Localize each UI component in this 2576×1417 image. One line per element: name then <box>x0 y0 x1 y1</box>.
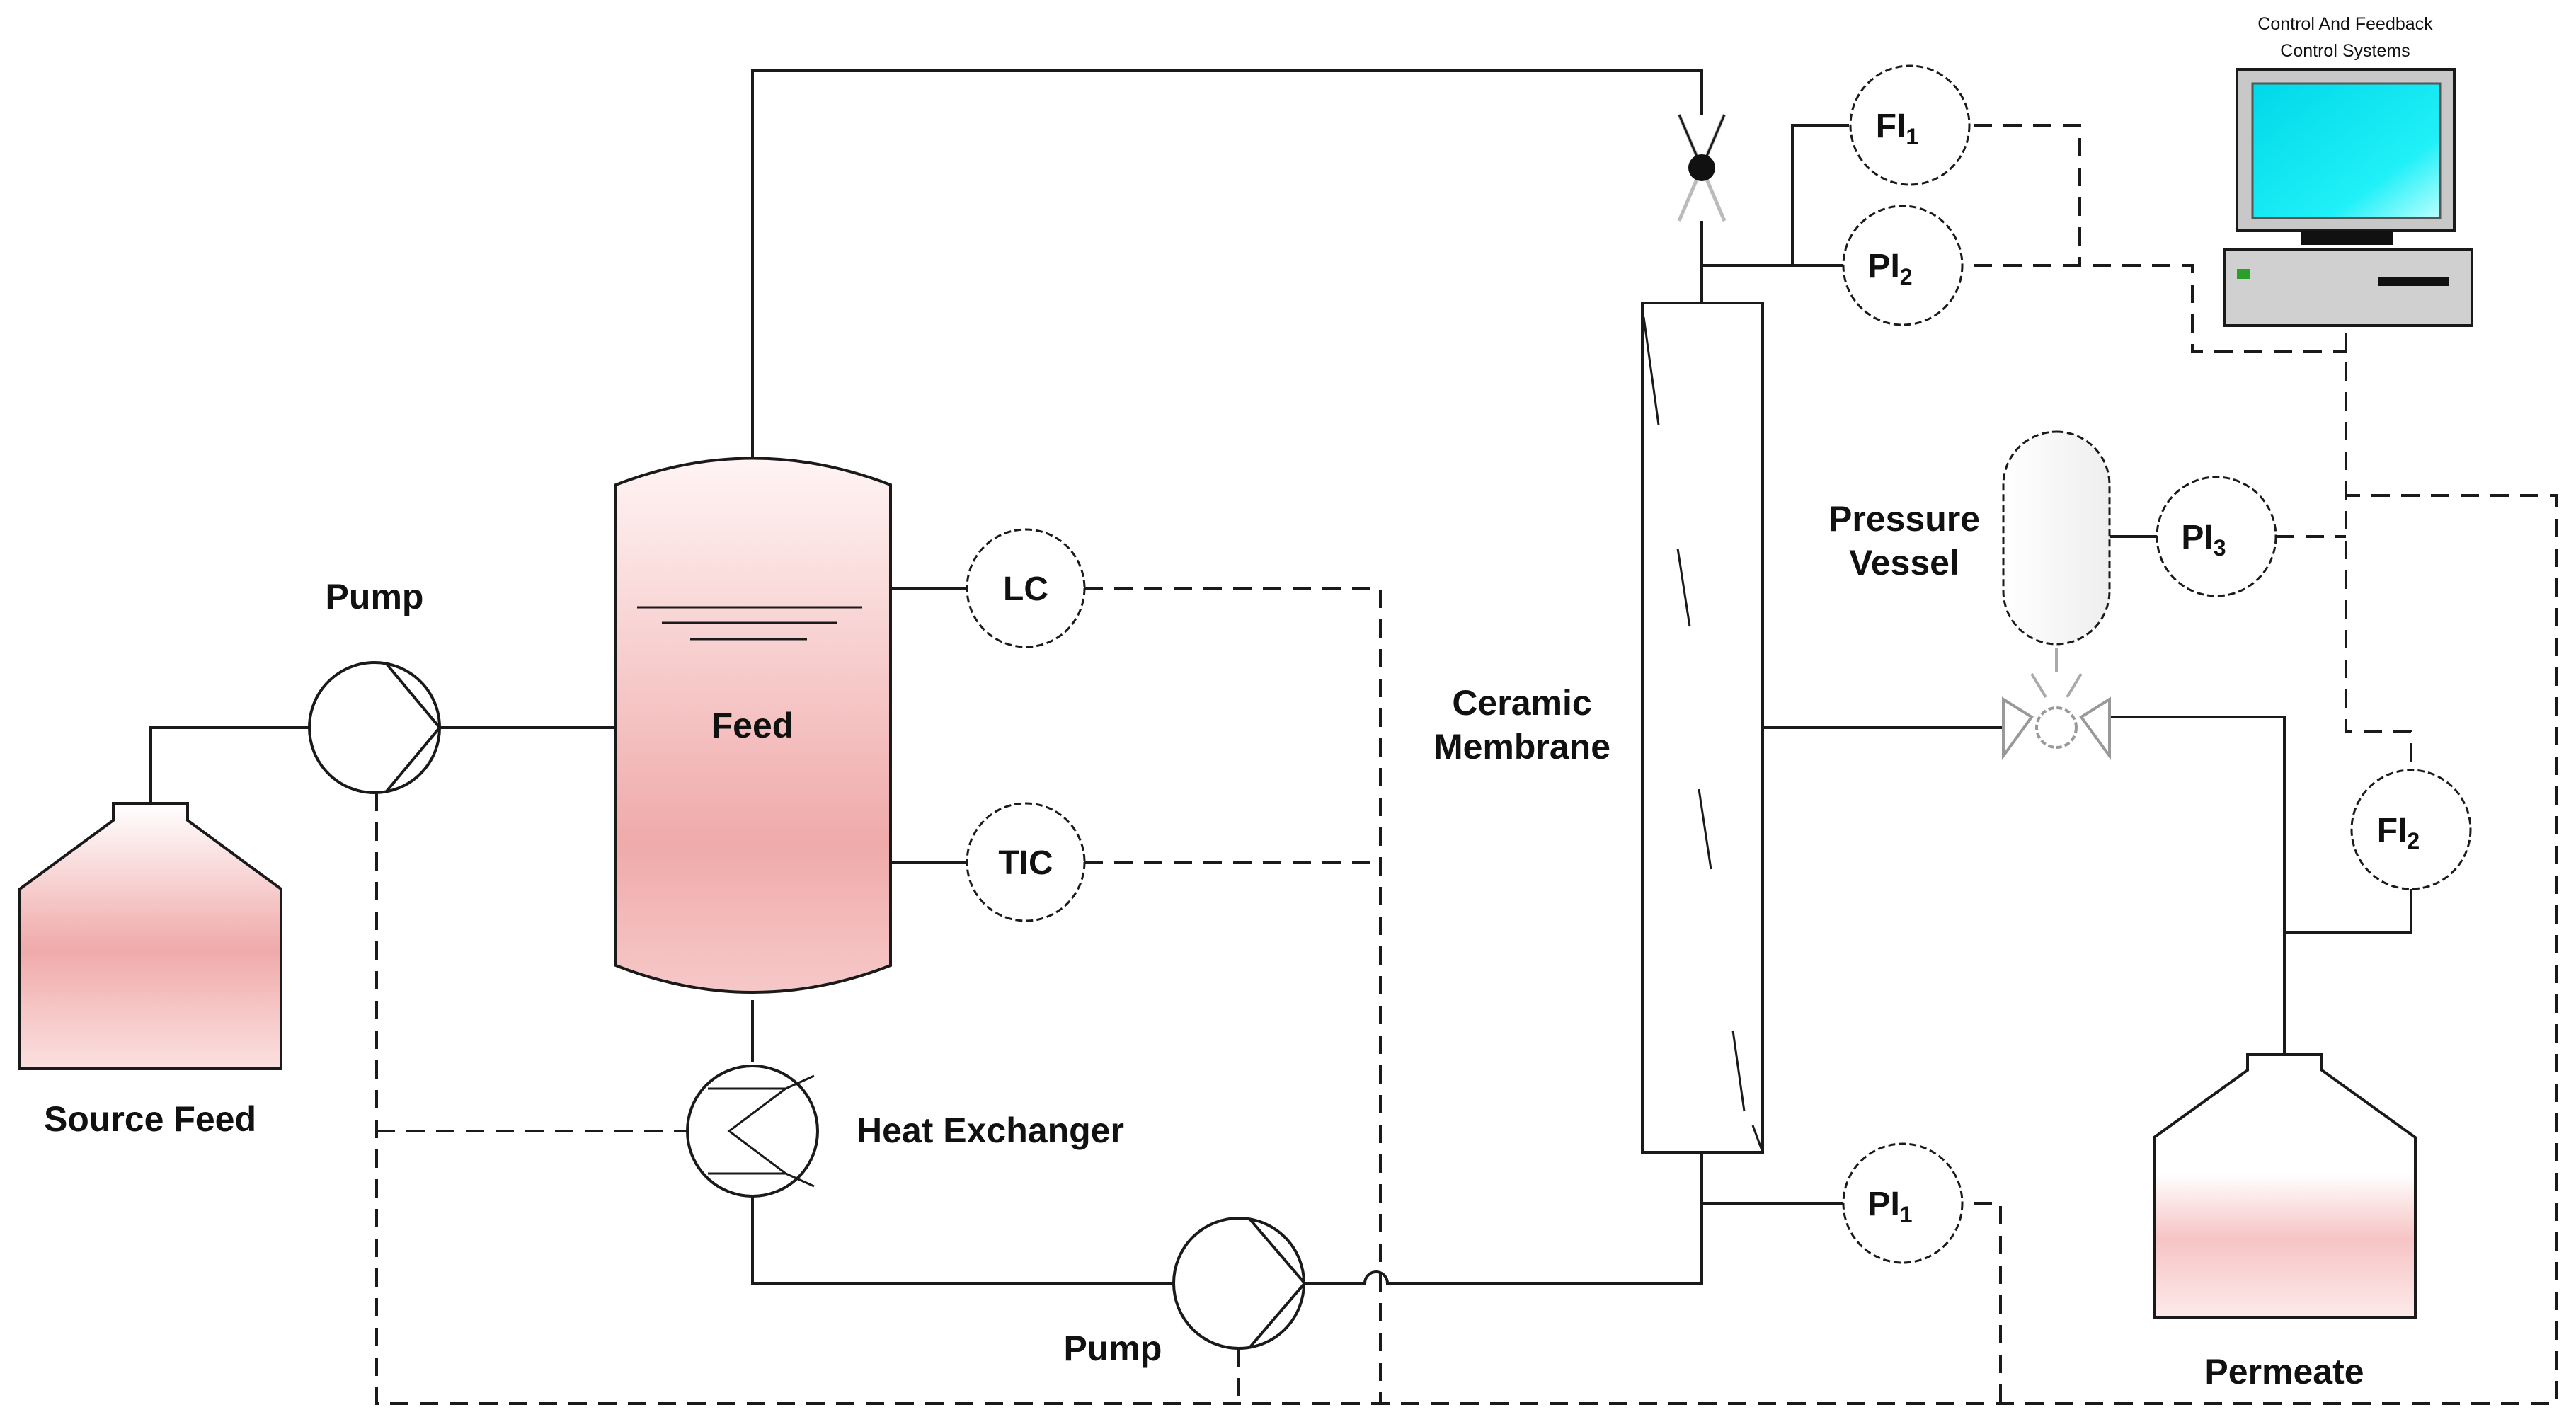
membrane-label-line1: Ceramic <box>1452 683 1591 723</box>
svg-text:FI1: FI1 <box>1876 108 1918 149</box>
feed-tank-label: Feed <box>711 706 794 745</box>
recirculation-pump-label: Pump <box>1064 1329 1162 1368</box>
signal-lines <box>375 124 2558 1405</box>
pi1-instrument[interactable]: PI1 <box>1842 1142 1964 1264</box>
feed-pump-label: Pump <box>326 577 424 616</box>
fi2-sub: 2 <box>2407 828 2420 854</box>
lc-instrument[interactable]: LC <box>966 528 1086 648</box>
pi2-sub: 2 <box>1900 264 1913 289</box>
power-led-icon <box>2237 269 2250 279</box>
tic-label: TIC <box>998 844 1053 882</box>
pi3-instrument[interactable]: PI3 <box>2156 476 2277 597</box>
tic-instrument[interactable]: TIC <box>966 802 1086 922</box>
control-computer[interactable] <box>2223 68 2473 327</box>
pi2-instrument[interactable]: PI2 <box>1842 205 1964 326</box>
pi3-base: PI <box>2181 519 2213 556</box>
feed-pump[interactable] <box>308 661 442 794</box>
fi1-sub: 1 <box>1906 124 1918 149</box>
fi2-instrument[interactable]: FI2 <box>2350 769 2472 890</box>
permeate-tank[interactable] <box>2153 1053 2417 1319</box>
source-feed-label: Source Feed <box>44 1099 256 1139</box>
source-feed-tank[interactable] <box>18 802 282 1070</box>
pressure-vessel-label-line1: Pressure <box>1828 499 1980 539</box>
recirculation-pump[interactable] <box>1172 1217 1307 1350</box>
pi1-base: PI <box>1867 1186 1899 1223</box>
heat-exchanger-label: Heat Exchanger <box>857 1111 1124 1150</box>
pi1-sub: 1 <box>1900 1202 1913 1227</box>
fi1-base: FI <box>1876 108 1906 145</box>
drive-slot-icon <box>2378 277 2449 286</box>
inlet-control-valve[interactable] <box>1677 114 1727 222</box>
svg-text:PI1: PI1 <box>1867 1186 1912 1227</box>
pressure-vessel[interactable] <box>2002 430 2111 646</box>
fi1-instrument[interactable]: FI1 <box>1849 64 1971 186</box>
process-piping <box>149 69 2412 1285</box>
svg-text:PI2: PI2 <box>1867 248 1912 289</box>
pressure-vessel-label-line2: Vessel <box>1849 543 1959 583</box>
ceramic-membrane[interactable] <box>1641 302 1764 1154</box>
control-label-line2: Control Systems <box>2280 41 2410 61</box>
svg-text:FI2: FI2 <box>2377 812 2420 854</box>
control-label-line1: Control And Feedback <box>2257 14 2433 34</box>
fi2-base: FI <box>2377 812 2408 849</box>
svg-text:PI3: PI3 <box>2181 519 2226 561</box>
heat-exchanger[interactable] <box>686 1065 819 1198</box>
feed-tank[interactable] <box>614 457 892 994</box>
membrane-label-line2: Membrane <box>1433 727 1610 767</box>
permeate-control-valve[interactable] <box>2002 648 2111 761</box>
pi3-sub: 3 <box>2214 535 2226 561</box>
pi2-base: PI <box>1867 248 1899 285</box>
permeate-label: Permeate <box>2204 1352 2364 1392</box>
lc-label: LC <box>1003 570 1048 608</box>
